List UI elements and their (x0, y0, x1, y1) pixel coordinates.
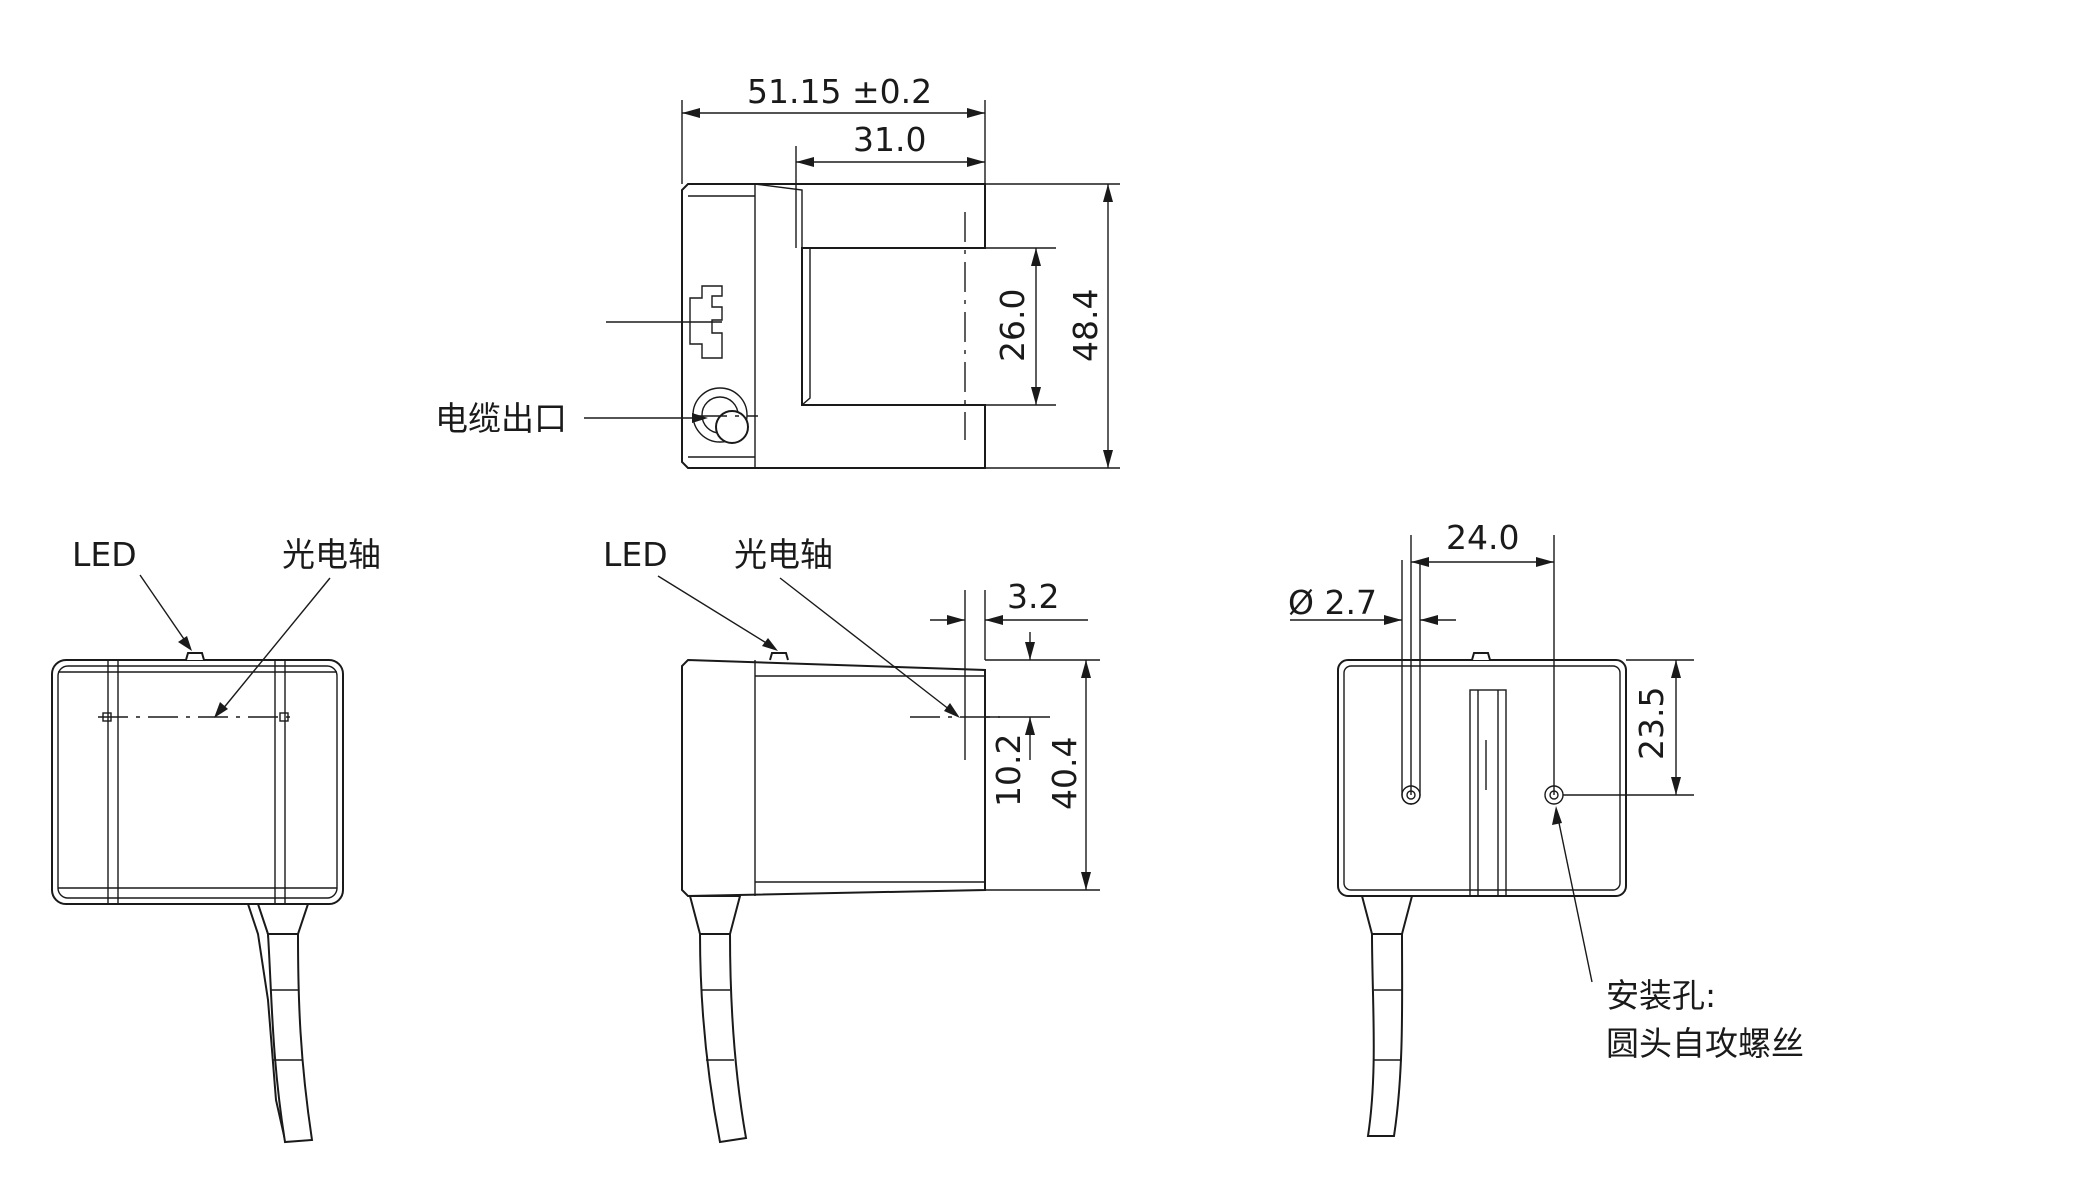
dim-hole-spacing: 24.0 (1446, 518, 1519, 557)
dim-arrow (1025, 642, 1035, 660)
dim-arrow (1536, 557, 1554, 567)
back-view: Ø 2.7 24.0 23.5 安装孔: 圆头自攻螺丝 (1288, 518, 1804, 1137)
dim-arrow (947, 615, 965, 625)
dim-slot-depth: 31.0 (853, 120, 926, 159)
dim-arrow (1081, 872, 1091, 890)
dim-arrow (1420, 615, 1438, 625)
back-view-cable-boot (1360, 895, 1414, 935)
side-view-axis-leader (779, 577, 951, 711)
side-view-axis-arrow (944, 703, 960, 718)
side-view-led-leader (657, 575, 769, 645)
back-view-cable-sheath (1366, 933, 1404, 1137)
front-view-led-leader (139, 574, 187, 643)
dim-arrow (1384, 615, 1402, 625)
back-view-slot (1469, 689, 1507, 897)
cable-exit-arrow (692, 413, 708, 423)
side-view-led-arrow (762, 638, 778, 651)
front-view-cable-boot (256, 903, 310, 935)
front-view-led-arrow (178, 636, 192, 651)
dim-arrow (1411, 557, 1429, 567)
dim-overall-width: 51.15 ±0.2 (747, 72, 932, 111)
side-view-axis-label: 光电轴 (734, 535, 833, 574)
mount-hole-leader (1557, 817, 1593, 983)
dim-arrow (1671, 660, 1681, 678)
dim-arrow (796, 157, 814, 167)
dim-axis-height: 10.2 (989, 734, 1028, 807)
front-view-lens-right (279, 712, 289, 722)
dim-arrow (1103, 450, 1113, 468)
dim-overall-height: 48.4 (1066, 289, 1105, 362)
front-view-inner (57, 665, 338, 899)
dim-arrow (682, 108, 700, 118)
back-view-led (1471, 652, 1491, 661)
front-view-cable-sheath (266, 933, 314, 1144)
dim-slot-width: 26.0 (993, 289, 1032, 362)
side-view-cable-boot (688, 895, 742, 935)
connector-shape (689, 285, 723, 359)
dim-arrow (1081, 660, 1091, 678)
front-view-led (185, 652, 205, 661)
front-view-axis-label: 光电轴 (282, 535, 381, 574)
side-view-led (769, 652, 789, 661)
dim-axis-offset: 3.2 (1007, 577, 1059, 616)
top-view-bevel (754, 183, 803, 248)
front-view-lens-left (102, 712, 112, 722)
mount-hole-arrow (1552, 806, 1562, 825)
side-view-cable-sheath (698, 933, 748, 1144)
dim-arrow (1031, 387, 1041, 405)
top-view: 电缆出口 51.15 ±0.2 31.0 26.0 48.4 (435, 72, 1120, 469)
dim-body-height: 40.4 (1045, 737, 1084, 810)
front-view-body (51, 659, 344, 905)
back-view-inner (1343, 665, 1621, 891)
front-view-axis-arrow (214, 702, 228, 718)
mount-hole-label-1: 安装孔: (1606, 976, 1716, 1015)
back-view-body (1337, 659, 1627, 897)
dim-arrow (985, 615, 1003, 625)
cable-exit-label: 电缆出口 (435, 399, 567, 438)
front-view-led-label: LED (72, 535, 137, 574)
side-view-body (681, 658, 986, 898)
dim-arrow (1671, 777, 1681, 795)
dim-hole-diameter: Ø 2.7 (1288, 583, 1377, 622)
dim-arrow (967, 108, 985, 118)
dim-arrow (1103, 184, 1113, 202)
cable-stub (715, 410, 749, 444)
dim-arrow (967, 157, 985, 167)
side-view: LED 光电轴 3.2 10.2 40.4 (603, 535, 1100, 1144)
mount-hole-label-2: 圆头自攻螺丝 (1606, 1024, 1804, 1063)
side-view-led-label: LED (603, 535, 668, 574)
top-view-slot-inner (801, 248, 811, 406)
front-view-axis-leader (221, 577, 331, 711)
front-view: LED 光电轴 (51, 535, 381, 1144)
dim-arrow (1031, 248, 1041, 266)
dim-arrow (1025, 717, 1035, 735)
dim-hole-height: 23.5 (1632, 687, 1671, 760)
